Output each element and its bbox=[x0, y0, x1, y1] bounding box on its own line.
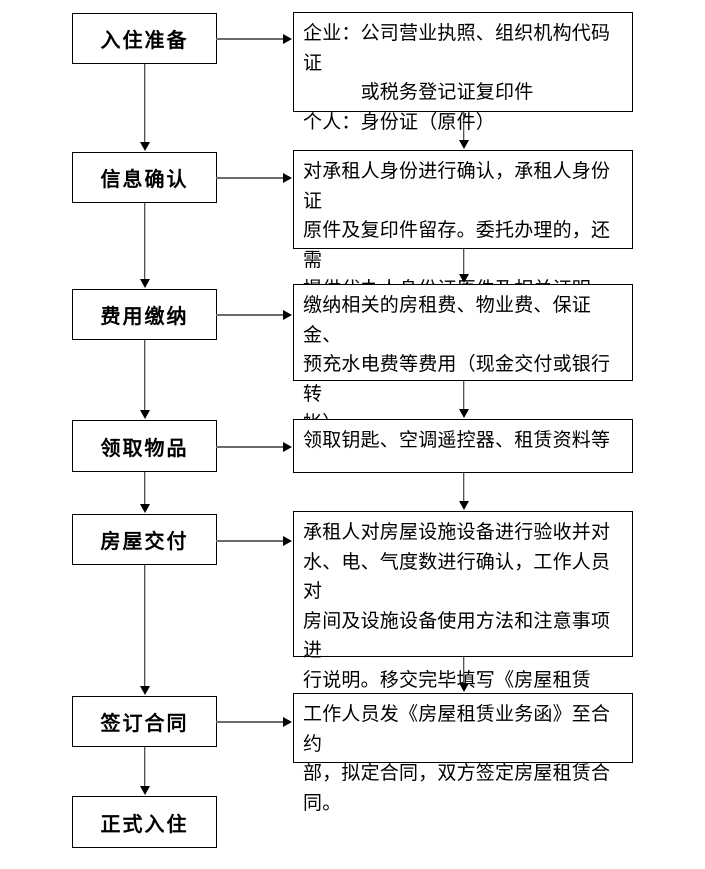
arrow-down-detail3-to-detail4 bbox=[458, 381, 469, 418]
detail-text-collect-items: 领取钥匙、空调遥控器、租赁资料等 bbox=[303, 429, 611, 451]
step-label-sign-contract: 签订合同 bbox=[100, 711, 189, 735]
arrow-down-detail2-to-detail3 bbox=[458, 249, 469, 283]
step-label-official-checkin: 正式入住 bbox=[100, 811, 189, 836]
step-label-checkin-preparation: 入住准备 bbox=[100, 28, 189, 52]
detail-text-sign-contract: 工作人员发《房屋租赁业务函》至合约 部，拟定合同，双方签定房屋租赁合同。 bbox=[303, 703, 611, 814]
arrow-down-step6-to-step7 bbox=[139, 747, 150, 795]
arrow-down-detail5-to-detail6 bbox=[458, 657, 469, 692]
step-box-house-handover: 房屋交付 bbox=[72, 514, 217, 565]
step-label-collect-items: 领取物品 bbox=[100, 435, 189, 460]
step-label-info-confirmation: 信息确认 bbox=[100, 167, 189, 191]
detail-box-collect-items: 领取钥匙、空调遥控器、租赁资料等 bbox=[293, 419, 633, 473]
detail-box-fee-payment: 缴纳相关的房租费、物业费、保证金、 预充水电费等费用（现金交付或银行转 帐） bbox=[293, 284, 633, 434]
detail-box-house-handover: 承租人对房屋设施设备进行验收并对 水、电、气度数进行确认，工作人员对 房间及设施… bbox=[293, 511, 633, 750]
arrow-down-detail1-to-detail2 bbox=[458, 112, 469, 149]
arrow-right-step2-to-detail2 bbox=[216, 172, 292, 183]
step-label-fee-payment: 费用缴纳 bbox=[100, 304, 189, 328]
arrow-down-step5-to-step6 bbox=[139, 565, 150, 695]
arrow-down-step1-to-step2 bbox=[139, 64, 150, 151]
arrow-right-step1-to-detail1 bbox=[216, 33, 292, 44]
arrow-down-step4-to-step5 bbox=[139, 472, 150, 513]
step-box-sign-contract: 签订合同 bbox=[72, 696, 217, 747]
arrow-right-step5-to-detail5 bbox=[216, 535, 292, 546]
step-box-checkin-preparation: 入住准备 bbox=[72, 13, 217, 64]
step-box-collect-items: 领取物品 bbox=[72, 420, 217, 472]
step-box-info-confirmation: 信息确认 bbox=[72, 152, 217, 203]
arrow-right-step6-to-detail6 bbox=[216, 716, 292, 727]
arrow-right-step4-to-detail4 bbox=[216, 441, 292, 452]
step-box-fee-payment: 费用缴纳 bbox=[72, 289, 217, 340]
detail-text-house-handover: 承租人对房屋设施设备进行验收并对 水、电、气度数进行确认，工作人员对 房间及设施… bbox=[303, 521, 611, 750]
detail-text-checkin-preparation: 企业：公司营业执照、组织机构代码证 或税务登记证复印件 个人：身份证（原件） bbox=[303, 22, 611, 133]
arrow-down-step2-to-step3 bbox=[139, 203, 150, 288]
detail-box-info-confirmation: 对承租人身份进行确认，承租人身份证 原件及复印件留存。委托办理的，还需 提供代办… bbox=[293, 150, 633, 300]
step-label-house-handover: 房屋交付 bbox=[100, 529, 189, 553]
detail-box-sign-contract: 工作人员发《房屋租赁业务函》至合约 部，拟定合同，双方签定房屋租赁合同。 bbox=[293, 693, 633, 814]
arrow-down-detail4-to-detail5 bbox=[458, 473, 469, 510]
arrow-right-step3-to-detail3 bbox=[216, 309, 292, 320]
step-box-official-checkin: 正式入住 bbox=[72, 796, 217, 848]
arrow-down-step3-to-step4 bbox=[139, 340, 150, 419]
detail-box-checkin-preparation: 企业：公司营业执照、组织机构代码证 或税务登记证复印件 个人：身份证（原件） bbox=[293, 12, 633, 133]
